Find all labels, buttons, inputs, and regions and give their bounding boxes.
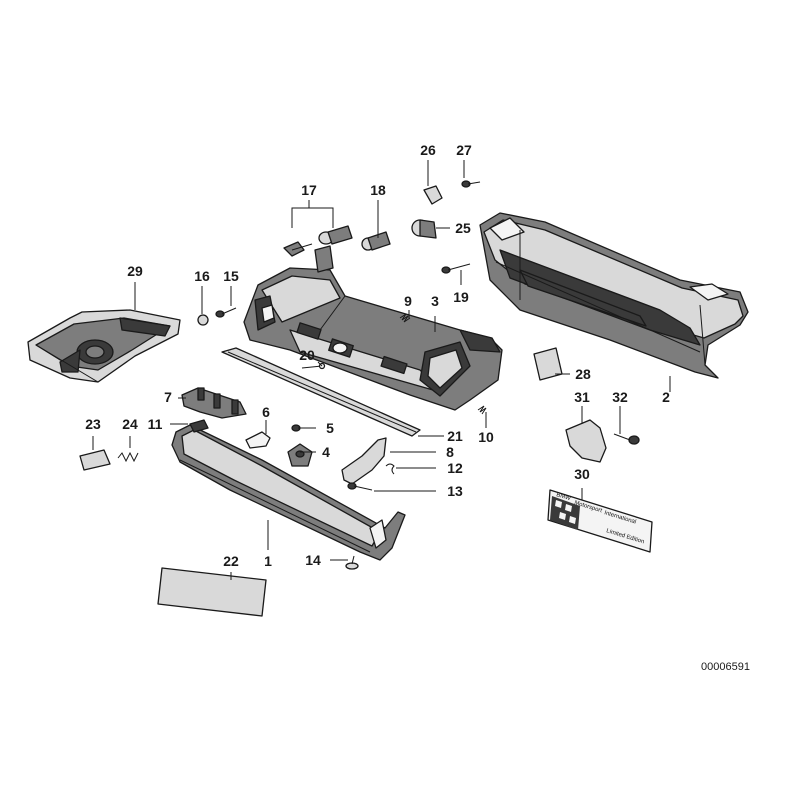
part-32-screw xyxy=(613,433,640,445)
part-7-latch-bracket xyxy=(181,387,247,419)
part-3-center-housing xyxy=(243,245,503,411)
callout-24: 24 xyxy=(122,416,138,432)
part-8-hinge-arm xyxy=(341,437,387,485)
callout-16: 16 xyxy=(194,268,210,284)
callout-20: 20 xyxy=(299,347,315,363)
part-13-bolt xyxy=(347,482,373,491)
part-22-label-pad xyxy=(157,567,267,617)
part-31-hinge-bracket xyxy=(565,419,607,463)
callout-21: 21 xyxy=(447,428,463,444)
callout-labels: 1 2 3 4 5 6 7 8 9 10 11 12 13 14 15 16 1… xyxy=(85,142,670,569)
part-26-washer-plate xyxy=(423,185,443,205)
callout-5: 5 xyxy=(326,420,334,436)
part-6-hinge-clip xyxy=(245,431,271,449)
part-16-plug xyxy=(197,314,209,326)
callout-19: 19 xyxy=(453,289,469,305)
callout-4: 4 xyxy=(322,444,330,460)
callout-10: 10 xyxy=(478,429,494,445)
callout-28: 28 xyxy=(575,366,591,382)
document-id: 00006591 xyxy=(701,661,750,673)
part-9-spring xyxy=(399,313,411,323)
callout-6: 6 xyxy=(262,404,270,420)
callout-26: 26 xyxy=(420,142,436,158)
callout-2: 2 xyxy=(662,389,670,405)
part-12-spring xyxy=(385,463,395,475)
part-23-latch-button xyxy=(79,449,111,471)
leader-lines xyxy=(92,160,671,580)
callout-29: 29 xyxy=(127,263,143,279)
part-11-clip xyxy=(189,419,209,433)
part-17-key-and-lock xyxy=(283,225,353,257)
callout-18: 18 xyxy=(370,182,386,198)
part-10-spring xyxy=(477,405,487,415)
callout-31: 31 xyxy=(574,389,590,405)
callout-32: 32 xyxy=(612,389,628,405)
part-1-glovebox-lid xyxy=(171,424,406,561)
callout-17: 17 xyxy=(301,182,317,198)
part-25-bushing xyxy=(411,219,437,239)
callout-7: 7 xyxy=(164,389,172,405)
part-21-seal-strip xyxy=(221,347,421,437)
part-15-screw xyxy=(215,307,237,318)
part-27-screw xyxy=(461,180,481,188)
callout-22: 22 xyxy=(223,553,239,569)
callout-12: 12 xyxy=(447,460,463,476)
part-2-glovebox-housing xyxy=(479,212,749,379)
callout-11: 11 xyxy=(148,416,163,432)
part-28-cap xyxy=(533,347,563,381)
callout-27: 27 xyxy=(456,142,472,158)
callout-23: 23 xyxy=(85,416,101,432)
decal-line-1: BMW xyxy=(555,492,571,502)
part-18-lock-cylinder xyxy=(361,231,391,251)
part-19-screw xyxy=(441,263,471,274)
callout-1: 1 xyxy=(264,553,272,569)
part-20-pin xyxy=(301,362,326,370)
callout-13: 13 xyxy=(447,483,463,499)
callout-3: 3 xyxy=(431,293,439,309)
part-29-tray-insert xyxy=(27,309,181,383)
callout-8: 8 xyxy=(446,444,454,460)
part-14-screw xyxy=(345,555,359,570)
part-30-decal-plate: BMW Motorsport International Limited Edi… xyxy=(547,489,653,553)
callout-30: 30 xyxy=(574,466,590,482)
callout-15: 15 xyxy=(223,268,239,284)
callout-14: 14 xyxy=(305,552,321,568)
callout-25: 25 xyxy=(455,220,471,236)
callout-9: 9 xyxy=(404,293,412,309)
part-24-spring xyxy=(117,451,139,463)
